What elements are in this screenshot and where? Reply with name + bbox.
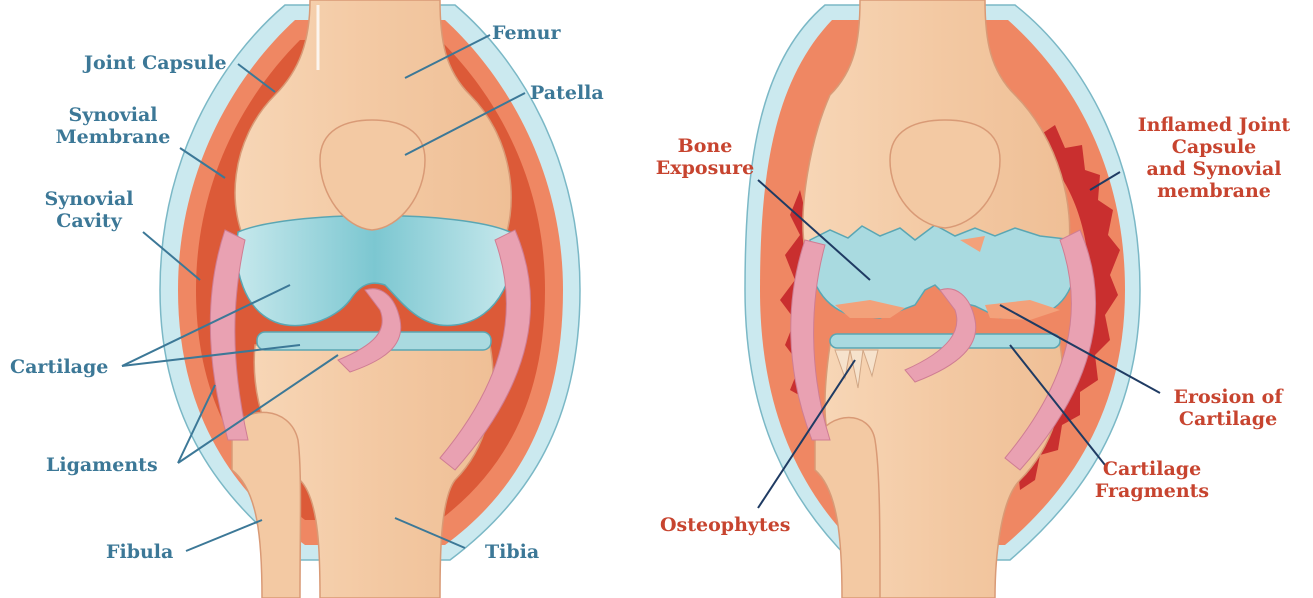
label-bone-exposure: Bone Exposure (645, 135, 765, 179)
arthritic-knee (745, 0, 1160, 598)
label-fragments-line1: Cartilage (1087, 458, 1217, 480)
label-erosion-line2: Cartilage (1163, 408, 1293, 430)
label-synovial-membrane-line2: Membrane (48, 126, 178, 148)
label-fibula: Fibula (106, 541, 173, 563)
label-bone-exposure-line1: Bone (645, 135, 765, 157)
label-synovial-cavity-line2: Cavity (34, 210, 144, 232)
label-inflamed-capsule-line2: Capsule (1124, 136, 1304, 158)
label-synovial-membrane-line1: Synovial (48, 104, 178, 126)
label-inflamed-capsule-line4: membrane (1124, 180, 1304, 202)
label-inflamed-capsule-line1: Inflamed Joint (1124, 114, 1304, 136)
label-osteophytes: Osteophytes (660, 514, 791, 536)
label-inflamed-capsule: Inflamed Joint Capsule and Synovial memb… (1124, 114, 1304, 202)
label-cartilage: Cartilage (10, 356, 108, 378)
label-erosion-line1: Erosion of (1163, 386, 1293, 408)
label-inflamed-capsule-line3: and Synovial (1124, 158, 1304, 180)
label-joint-capsule: Joint Capsule (84, 52, 227, 74)
healthy-knee (122, 0, 580, 598)
label-patella: Patella (530, 82, 604, 104)
label-synovial-cavity: Synovial Cavity (34, 188, 144, 232)
label-fragments-line2: Fragments (1087, 480, 1217, 502)
label-femur: Femur (492, 22, 560, 44)
label-erosion-of-cartilage: Erosion of Cartilage (1163, 386, 1293, 430)
label-tibia: Tibia (485, 541, 539, 563)
label-synovial-cavity-line1: Synovial (34, 188, 144, 210)
label-cartilage-fragments: Cartilage Fragments (1087, 458, 1217, 502)
label-bone-exposure-line2: Exposure (645, 157, 765, 179)
label-synovial-membrane: Synovial Membrane (48, 104, 178, 148)
label-ligaments: Ligaments (46, 454, 158, 476)
